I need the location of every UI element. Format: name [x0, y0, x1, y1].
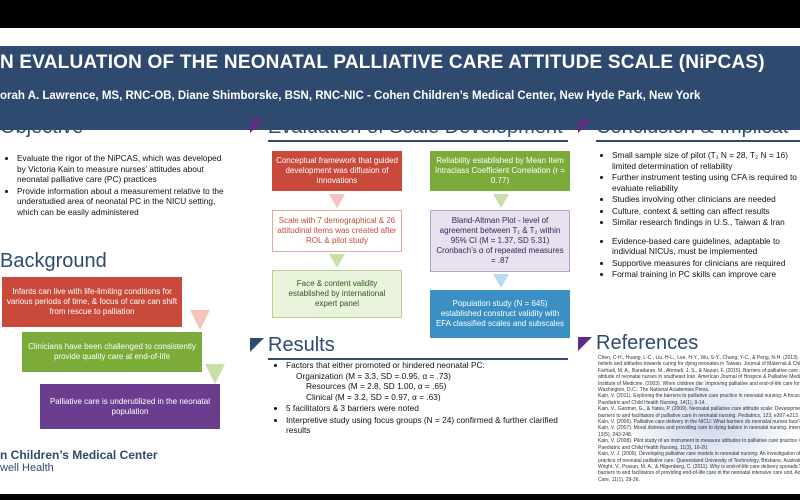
conclusion-body: Small sample size of pilot (T₁ N = 28, T… [598, 150, 798, 281]
references-heading: References [596, 332, 699, 354]
down-arrow-icon [329, 254, 345, 268]
reference-line: Institute of Medicine. (2003). When chil… [598, 380, 800, 387]
reference-line: Kain, V. (2006). Palliative care deliver… [598, 419, 800, 426]
eval-box-reliability: Reliability established by Mean Item Int… [430, 151, 570, 191]
references-list: Chen, C-H., Huang, L-C., Liu, H-L., Lee,… [598, 355, 800, 483]
background-heading: Background [0, 250, 107, 272]
eval-box-population: Population study (N = 645) established c… [430, 290, 570, 338]
conclusion-item: Formal training in PC skills can improve… [612, 269, 798, 280]
background-box-3: Palliative care is underutilized in the … [40, 384, 220, 429]
background-box-1: Infants can live with life-limiting cond… [2, 277, 182, 327]
heading-rule [596, 140, 800, 142]
bland-altman-text: Bland-Altman Plot - level of agreement b… [439, 216, 561, 245]
down-arrow-icon [205, 364, 225, 384]
results-item: Factors that either promoted or hindered… [286, 360, 572, 402]
poster: N EVALUATION OF THE NEONATAL PALLIATIVE … [0, 28, 800, 494]
authors-line: orah A. Lawrence, MS, RNC-OB, Diane Shim… [0, 90, 701, 102]
reference-line: Paediatric and Child Health Nursing, 11(… [598, 444, 709, 451]
eval-box-framework: Conceptual framework that guided develop… [272, 151, 402, 191]
reference-line: Kain, V. (2011). Exploring the barriers … [598, 393, 800, 400]
poster-title: N EVALUATION OF THE NEONATAL PALLIATIVE … [0, 52, 765, 73]
objective-item: Evaluate the rigor of the NiPCAS, which … [17, 153, 228, 185]
logo-line-1: n Children’s Medical Center [0, 448, 158, 462]
results-heading: Results [268, 334, 335, 356]
reference-line: 13(5), 243-248. [598, 431, 633, 438]
results-item: 5 facilitators & 3 barriers were noted [286, 403, 572, 414]
evaluation-heading: Evaluation of Scale Development [268, 116, 563, 138]
reference-line: Washington, D.C.: The National Academies… [598, 387, 710, 394]
objective-list: Evaluate the rigor of the NiPCAS, which … [3, 153, 228, 218]
results-factor: Clinical (M = 3.2, SD = 0.97, α = .63) [306, 391, 441, 402]
corner-triangle-icon [578, 337, 592, 351]
logo-line-2: well Health [0, 462, 54, 474]
down-arrow-icon [493, 274, 509, 288]
reference-line: barriers to and facilitators of palliati… [598, 412, 800, 419]
eval-box-bland-altman: Bland-Altman Plot - level of agreement b… [430, 210, 570, 272]
conclusion-item: Evidence-based care guidelines, adaptabl… [612, 236, 798, 257]
conclusion-item: Further instrument testing using CFA is … [612, 172, 798, 193]
results-item: Interpretive study using focus groups (N… [286, 415, 572, 436]
results-factor: Resources (M = 2.8, SD 1.00, α = .65) [306, 381, 447, 391]
down-arrow-icon [329, 194, 345, 208]
reference-line: Chen, C-H., Huang, L-C., Liu, H-L., Lee,… [598, 355, 800, 361]
conclusion-item: Small sample size of pilot (T₁ N = 28, T… [612, 150, 798, 171]
results-body: Factors that either promoted or hindered… [272, 360, 572, 437]
conclusion-item: Studies involving other clinicians are n… [612, 194, 798, 205]
reference-line: beliefs and attitudes towards caring for… [598, 361, 800, 368]
heading-rule [268, 358, 568, 360]
title-banner: N EVALUATION OF THE NEONATAL PALLIATIVE … [0, 46, 800, 130]
objective-item: Provide information about a measurement … [17, 186, 228, 218]
corner-triangle-icon [250, 119, 264, 133]
conclusion-item: Similar research findings in U.S., Taiwa… [612, 217, 798, 228]
reference-line: Wright, V., Prasun, M. A., & Hilgenberg,… [598, 463, 800, 470]
corner-triangle-icon [578, 119, 592, 133]
reference-line: practice of neonatal palliative care. Qu… [598, 457, 800, 464]
reference-line: attitude of neonatal nurses in southeast… [598, 374, 800, 381]
reference-line: Kain, V. (2007). Moral distress and prov… [598, 425, 800, 432]
reference-line: Kain, V. J. (2009). Developing palliativ… [598, 451, 800, 458]
eval-box-scale-items: Scale with 7 demographical & 26 attitudi… [272, 210, 402, 252]
eval-box-validity: Face & content validity established by i… [272, 270, 402, 318]
conclusion-item: Supportive measures for clinicians are r… [612, 258, 798, 269]
heading-rule [268, 140, 568, 142]
cronbach-text: Cronbach’s α of repeated measures = .87 [436, 246, 564, 265]
reference-line: Kain, V. (2008). Pilot study of an instr… [598, 438, 800, 445]
reference-line: Kain, V., Gardner, G., & Yates, P. (2009… [598, 406, 800, 413]
reference-line: Care, 11(1), 29-36. [598, 476, 640, 483]
hospital-logo: n Children’s Medical Center well Health [0, 448, 158, 474]
background-box-2: Clinicians have been challenged to consi… [22, 332, 202, 372]
reference-line: Paediatric and Child Health Nursing, 14(… [598, 399, 706, 406]
conclusion-heading: Conclusion & Implicat [596, 116, 789, 138]
corner-triangle-icon [250, 338, 264, 352]
reference-line: barriers to and facilitators of providin… [598, 470, 800, 477]
results-factor: Organization (M = 3.3, SD = 0.95, α = .7… [296, 370, 451, 381]
down-arrow-icon [493, 194, 509, 208]
conclusion-item: Culture, context & setting can affect re… [612, 206, 798, 217]
results-intro: Factors that either promoted or hindered… [286, 360, 485, 370]
down-arrow-icon [190, 310, 210, 330]
objective-heading: Objective [0, 116, 84, 138]
reference-line: Farhadi, M. A., Baradaran, M., Ahmadi, J… [598, 367, 800, 374]
references-watermark [630, 378, 790, 478]
